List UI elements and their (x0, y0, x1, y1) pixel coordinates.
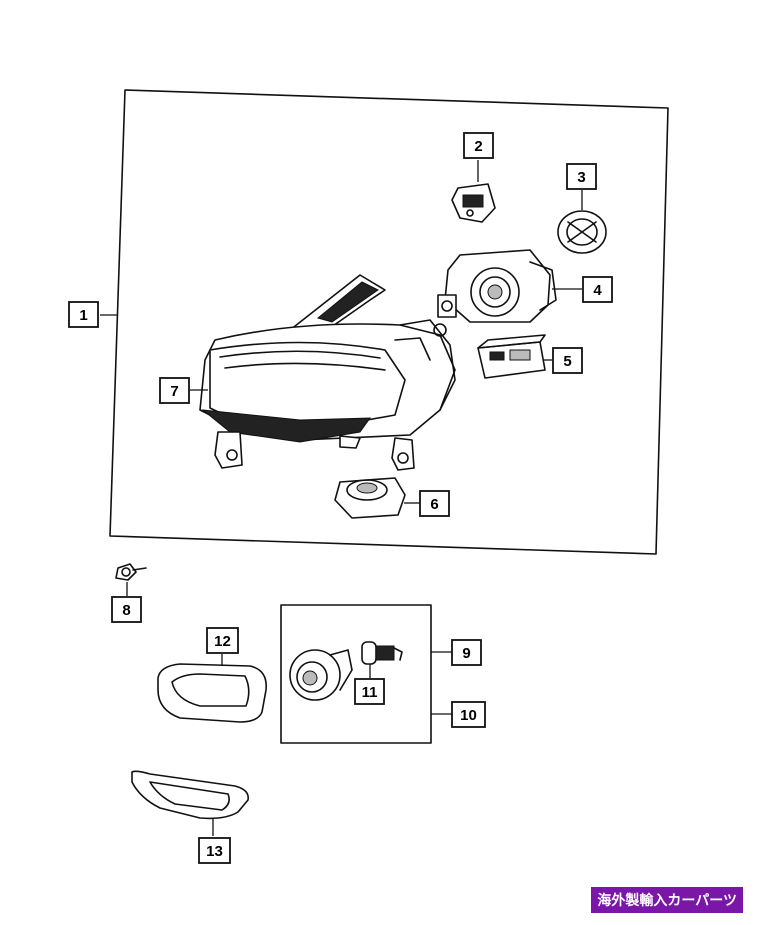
callout-8: 8 (111, 596, 142, 623)
headlamp-assembly (199, 274, 456, 471)
part-9-shape (289, 649, 353, 701)
callout-11: 11 (354, 678, 385, 705)
callout-4: 4 (582, 276, 613, 303)
callout-9: 9 (451, 639, 482, 666)
svg-text:8: 8 (122, 602, 130, 619)
part-12-shape (157, 663, 267, 723)
svg-text:2: 2 (474, 138, 482, 155)
fog-lamp-frame (280, 604, 432, 744)
callout-3: 3 (566, 163, 597, 190)
svg-text:9: 9 (462, 645, 470, 662)
svg-text:6: 6 (430, 496, 438, 513)
callout-12: 12 (206, 627, 239, 654)
callout-10: 10 (451, 701, 486, 728)
svg-text:7: 7 (170, 383, 178, 400)
svg-text:11: 11 (362, 684, 378, 701)
assembly-frame (109, 89, 669, 555)
callout-2: 2 (463, 132, 494, 159)
svg-text:1: 1 (79, 307, 87, 324)
part-11-shape (361, 641, 403, 665)
callout-7: 7 (159, 377, 190, 404)
part-4-shape (437, 249, 557, 323)
part-2-shape (451, 183, 496, 223)
part-5-shape (477, 334, 546, 379)
callout-13: 13 (198, 837, 231, 864)
svg-text:4: 4 (593, 282, 602, 299)
svg-text:12: 12 (214, 633, 231, 650)
part-6-shape (334, 477, 406, 519)
svg-text:10: 10 (460, 707, 477, 724)
svg-text:3: 3 (577, 169, 585, 186)
watermark-badge: 海外製輸入カーパーツ (591, 887, 743, 913)
svg-text:5: 5 (563, 353, 571, 370)
callout-6: 6 (419, 490, 450, 517)
svg-text:13: 13 (206, 843, 223, 860)
callout-5: 5 (552, 347, 583, 374)
part-13-shape (131, 770, 250, 820)
part-8-shape (115, 563, 147, 581)
callout-1: 1 (68, 301, 99, 328)
part-3-shape (557, 210, 607, 254)
